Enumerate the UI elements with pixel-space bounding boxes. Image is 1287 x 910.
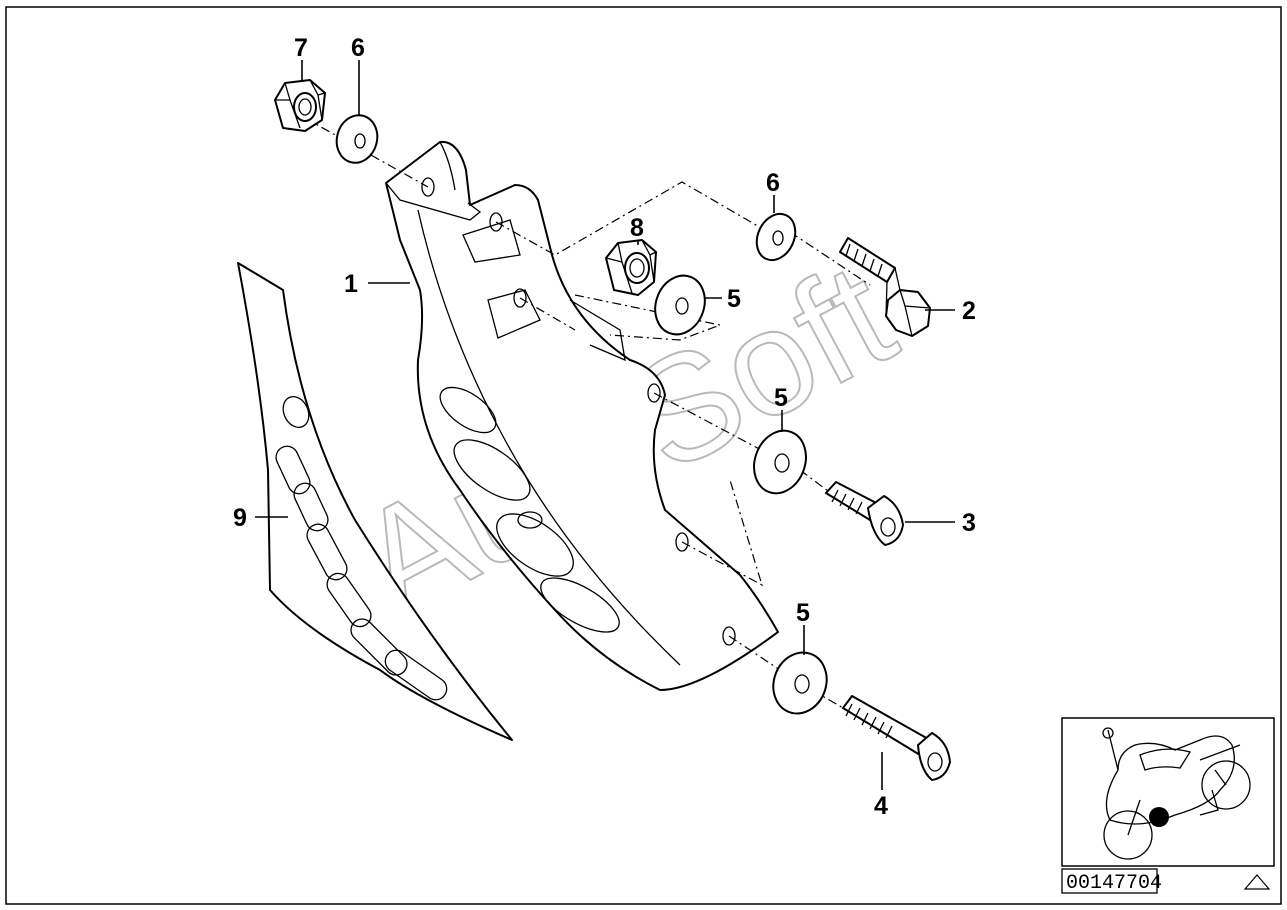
callout-5-middle: 5 bbox=[774, 384, 788, 412]
part-4-long-screw bbox=[842, 695, 951, 781]
motorcycle-icon bbox=[1102, 727, 1251, 860]
location-marker-icon bbox=[1149, 807, 1169, 827]
part-2-hex-bolt bbox=[839, 237, 931, 337]
callout-6-top: 6 bbox=[351, 34, 365, 62]
callout-9: 9 bbox=[233, 504, 247, 532]
triangle-icon bbox=[1243, 874, 1271, 890]
part-5-washer-top bbox=[654, 274, 706, 336]
part-9-cover-plate bbox=[237, 262, 513, 741]
leader-lines bbox=[255, 60, 955, 790]
callout-3: 3 bbox=[962, 509, 976, 537]
callout-8: 8 bbox=[630, 214, 644, 242]
callout-1: 1 bbox=[344, 270, 358, 298]
part-8-hex-nut bbox=[605, 239, 657, 296]
document-number: 00147704 bbox=[1066, 872, 1162, 895]
part-1-engine-guard bbox=[385, 140, 779, 691]
callout-5-top: 5 bbox=[727, 285, 741, 313]
callout-labels: 1 2 3 4 5 5 5 6 6 7 8 9 bbox=[233, 34, 976, 820]
diagram-frame bbox=[5, 6, 1282, 905]
callout-6-right: 6 bbox=[766, 169, 780, 197]
callout-4: 4 bbox=[874, 792, 888, 820]
callout-5-bottom: 5 bbox=[796, 599, 810, 627]
part-3-socket-screw bbox=[825, 481, 904, 546]
locator-thumbnail bbox=[1061, 717, 1275, 867]
document-number-box: 00147704 bbox=[1061, 868, 1162, 895]
part-7-hex-nut bbox=[274, 79, 326, 132]
callout-7: 7 bbox=[294, 34, 308, 62]
part-5-washer-middle bbox=[753, 429, 807, 495]
assembly-lines bbox=[304, 117, 871, 713]
part-6-washer-top bbox=[335, 114, 379, 164]
part-6-washer-right bbox=[755, 212, 797, 262]
part-5-washer-bottom bbox=[772, 651, 828, 715]
callout-2: 2 bbox=[962, 297, 976, 325]
